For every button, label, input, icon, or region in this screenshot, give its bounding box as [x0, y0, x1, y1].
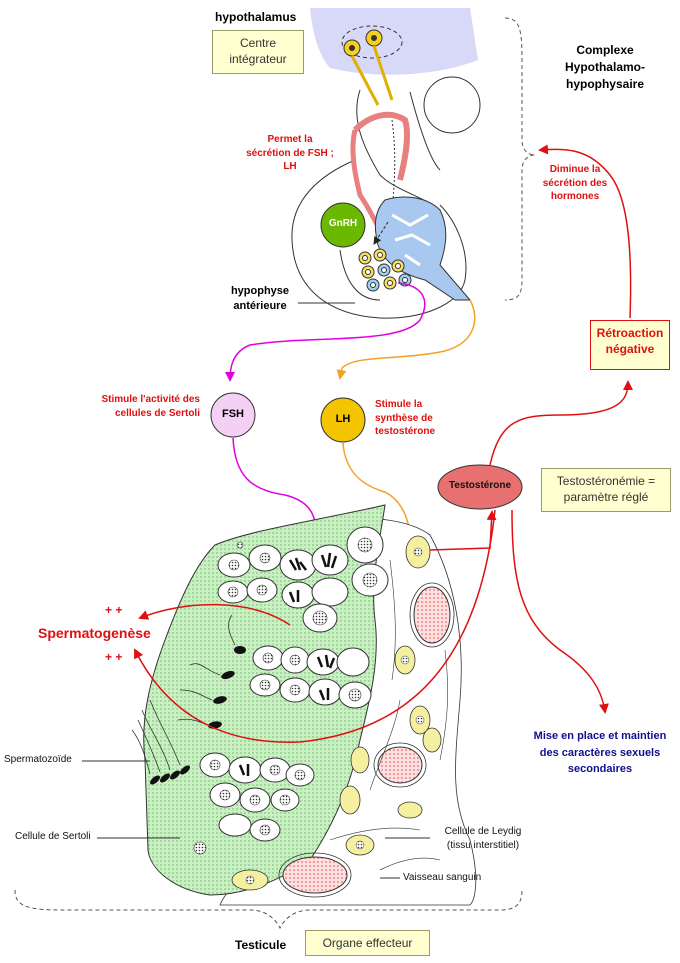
stimule-testo-label: Stimule la synthèse de testostérone [375, 399, 436, 437]
stimule-sertoli-label: Stimule l'activité des cellules de Serto… [101, 394, 200, 419]
neuron-cells [343, 29, 394, 106]
fsh-path-arrow [225, 282, 426, 382]
cellule-sertoli-label: Cellule de Sertoli [15, 831, 91, 842]
testis-brace [14, 889, 523, 930]
fsh-node [210, 392, 256, 438]
retroaction-box: Rétroaction négative [590, 320, 670, 370]
spermatogenese-arrow-bottom [134, 509, 496, 743]
testosteronemie-box: Testostéronémie = paramètre réglé [541, 468, 671, 512]
tissue-leaders [82, 760, 430, 879]
hypothalamus-region [310, 8, 478, 75]
leydig-to-testosterone-arrow [429, 510, 497, 551]
centre-integrateur-box: Centre intégrateur [212, 30, 304, 74]
lh-to-testis-arrow [342, 442, 415, 537]
vaisseau-label: Vaisseau sanguin [403, 872, 482, 883]
spermatogenese-label: Spermatogenèse [38, 625, 151, 641]
caracteres-arrow [511, 509, 609, 714]
testosterone-label: Testostérone [448, 480, 512, 491]
hypothalamus-label: hypothalamus [215, 10, 297, 24]
testosterone-node [437, 464, 523, 510]
retroaction-arrow [489, 380, 633, 466]
gnrh-label: GnRH [328, 218, 358, 229]
fsh-to-testis-arrow [232, 437, 321, 532]
lh-label: LH [335, 413, 351, 425]
complexe-label: Complexe Hypothalamo-hypophysaire [564, 43, 645, 91]
testis-tissue [131, 504, 477, 906]
capillary-network [374, 196, 472, 301]
cellule-leydig-label: Cellule de Leydig (tissu interstitiel) [444, 826, 522, 851]
diminue-label: Diminue la sécrétion des hormones [542, 164, 608, 202]
complex-brace [504, 17, 536, 301]
organe-effecteur-box: Organe effecteur [305, 930, 430, 956]
testicule-label: Testicule [235, 938, 287, 952]
permet-label: Permet la sécrétion de FSH ; LH [246, 134, 334, 172]
spermatozoide-label: Spermatozoïde [4, 754, 72, 765]
diminue-arrow [538, 144, 632, 319]
spermatogenese-arrow-top [138, 603, 291, 626]
fsh-label: FSH [222, 408, 244, 420]
endocrine-cells [358, 248, 412, 292]
gnrh-arrow [373, 221, 389, 245]
gnrh-node [320, 202, 366, 248]
plus-top: + + [105, 603, 123, 617]
lh-path-arrow [336, 299, 476, 380]
pituitary-outline [291, 76, 481, 319]
mise-en-place-label: Mise en place et maintien des caractères… [533, 730, 667, 775]
plus-bottom: + + [105, 650, 123, 664]
lh-node [320, 397, 366, 443]
hypophyse-label: hypophyse antérieure [230, 285, 290, 313]
